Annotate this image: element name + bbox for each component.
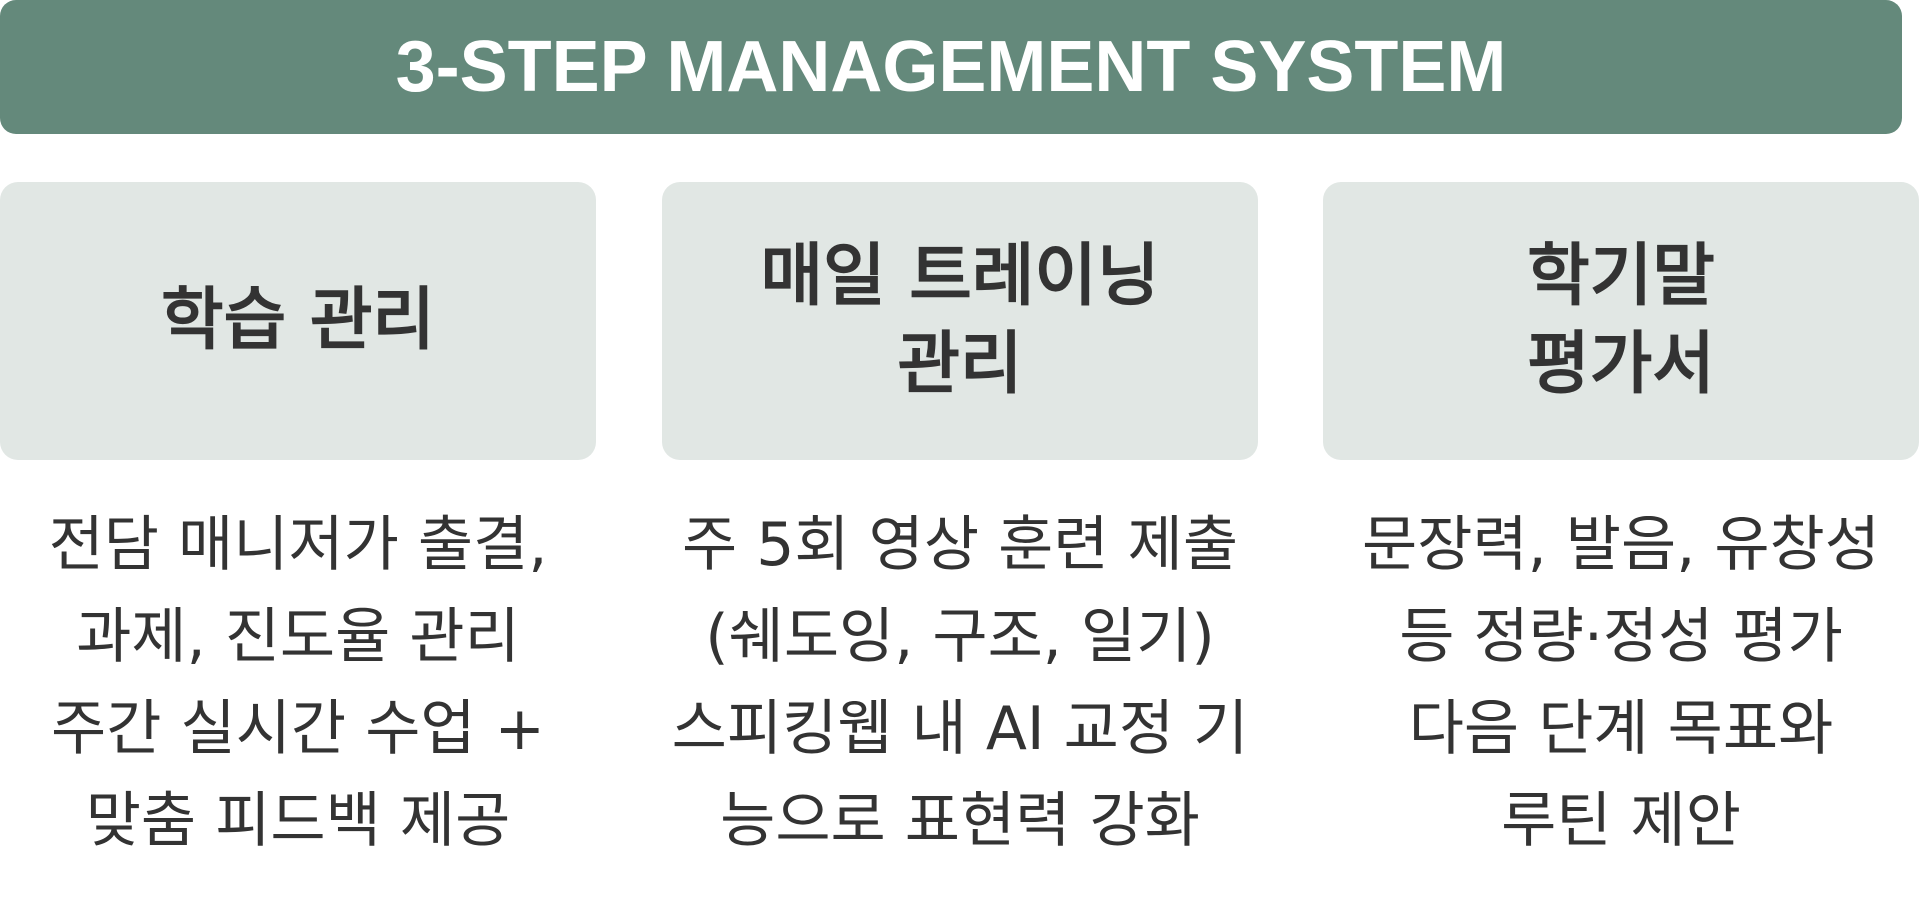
- step-description-2: 주 5회 영상 훈련 제출 (쉐도잉, 구조, 일기) 스피킹웹 내 AI 교정…: [662, 499, 1258, 867]
- step-column-3: 학기말 평가서 문장력, 발음, 유창성 등 정량·정성 평가 다음 단계 목표…: [1323, 182, 1919, 867]
- description-line: 맞춤 피드백 제공: [85, 786, 511, 856]
- step-title: 학기말 평가서: [1527, 237, 1715, 404]
- step-description-3: 문장력, 발음, 유창성 등 정량·정성 평가 다음 단계 목표와 루틴 제안: [1323, 499, 1919, 867]
- step-description-1: 전담 매니저가 출결, 과제, 진도율 관리 주간 실시간 수업 + 맞춤 피드…: [0, 499, 596, 867]
- step-card-3: 학기말 평가서: [1323, 182, 1919, 460]
- step-column-1: 학습 관리 전담 매니저가 출결, 과제, 진도율 관리 주간 실시간 수업 +…: [0, 182, 596, 867]
- description-line: 전담 매니저가 출결,: [48, 510, 548, 580]
- header-banner: 3-STEP MANAGEMENT SYSTEM: [0, 0, 1902, 134]
- description-line: 다음 단계 목표와: [1408, 694, 1834, 764]
- description-line: 루틴 제안: [1501, 786, 1741, 856]
- step-title: 매일 트레이닝 관리: [760, 237, 1160, 404]
- description-line: 주 5회 영상 훈련 제출: [681, 510, 1239, 580]
- step-card-1: 학습 관리: [0, 182, 596, 460]
- description-line: 과제, 진도율 관리: [76, 602, 520, 672]
- step-title: 학습 관리: [161, 281, 435, 360]
- description-line: (쉐도잉, 구조, 일기): [705, 602, 1215, 672]
- description-line: 등 정량·정성 평가: [1399, 602, 1843, 672]
- step-column-2: 매일 트레이닝 관리 주 5회 영상 훈련 제출 (쉐도잉, 구조, 일기) 스…: [662, 182, 1258, 867]
- header-title: 3-STEP MANAGEMENT SYSTEM: [395, 27, 1507, 107]
- description-line: 문장력, 발음, 유창성: [1362, 510, 1880, 580]
- description-line: 스피킹웹 내 AI 교정 기: [671, 694, 1249, 764]
- description-line: 주간 실시간 수업 +: [51, 694, 545, 764]
- step-card-2: 매일 트레이닝 관리: [662, 182, 1258, 460]
- description-line: 능으로 표현력 강화: [720, 786, 1200, 856]
